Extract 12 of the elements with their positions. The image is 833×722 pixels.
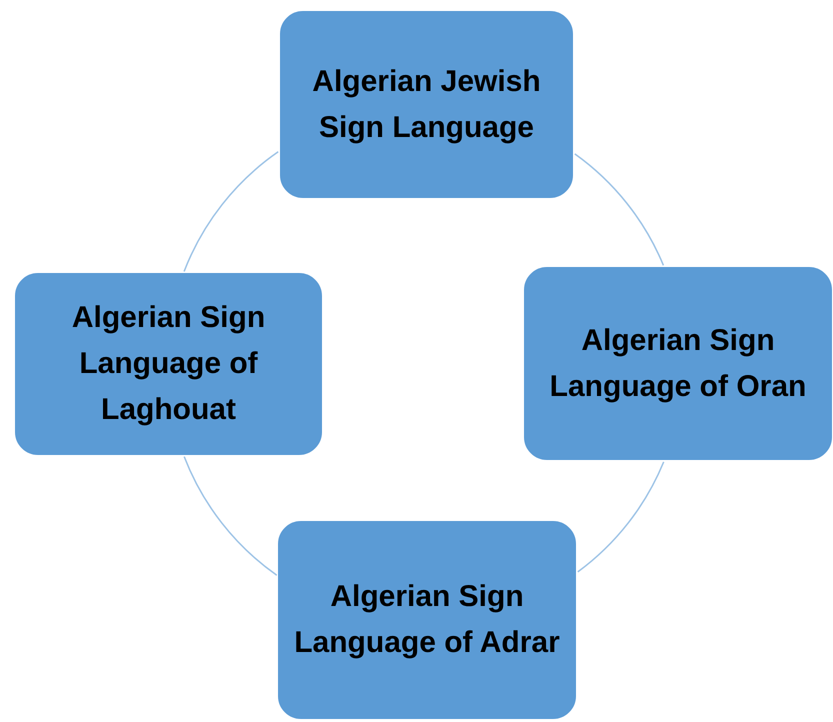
rounded-box	[279, 10, 574, 199]
box-label: Algerian Sign Language of Laghouat	[70, 300, 266, 428]
rounded-box	[277, 520, 577, 720]
rounded-box	[523, 266, 833, 461]
connector-arc	[577, 462, 664, 572]
box-label: Algerian Sign Language of Oran	[548, 322, 808, 404]
rounded-box	[14, 272, 323, 456]
box-label: Algerian Jewish Sign Language	[311, 64, 542, 146]
connector-arc	[574, 153, 664, 266]
box-label: Algerian Sign Language of Adrar	[293, 579, 561, 661]
connector-arc	[184, 456, 278, 576]
connector-arc	[183, 151, 279, 272]
